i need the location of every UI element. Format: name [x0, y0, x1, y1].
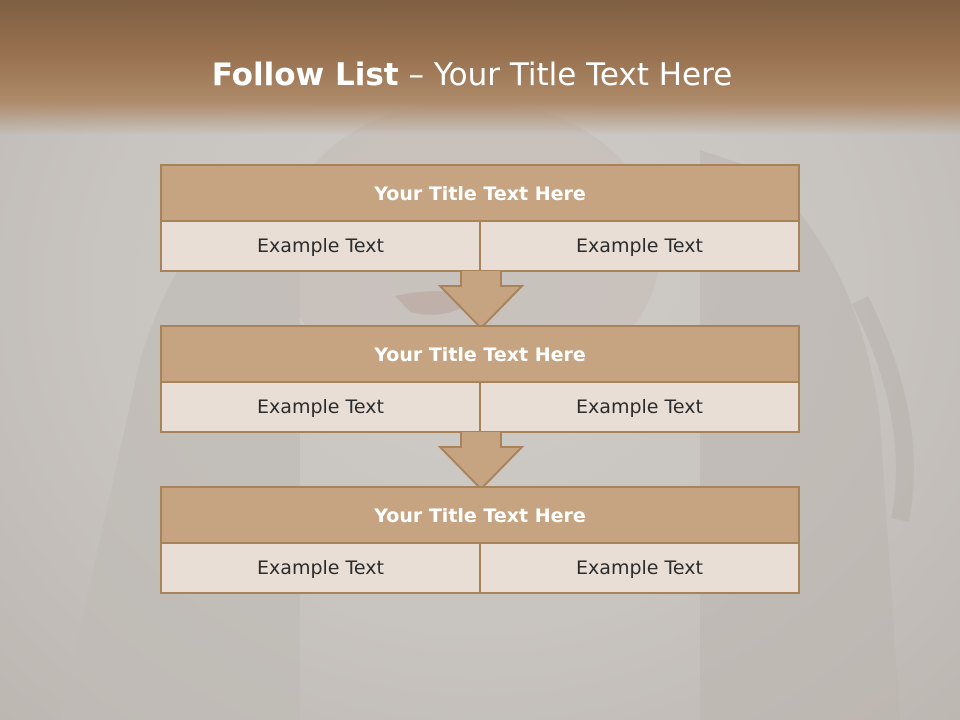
list-block-1: Your Title Text Here Example Text Exampl…: [160, 164, 800, 272]
block-row: Example Text Example Text: [162, 544, 798, 592]
block-cell-right: Example Text: [479, 222, 798, 270]
block-title: Your Title Text Here: [162, 327, 798, 383]
block-row: Example Text Example Text: [162, 222, 798, 270]
block-title: Your Title Text Here: [162, 166, 798, 222]
block-title: Your Title Text Here: [162, 488, 798, 544]
block-cell-left: Example Text: [162, 544, 479, 592]
list-block-2: Your Title Text Here Example Text Exampl…: [160, 325, 800, 433]
list-block-3: Your Title Text Here Example Text Exampl…: [160, 486, 800, 594]
down-arrow-icon: [438, 431, 524, 491]
block-cell-right: Example Text: [479, 383, 798, 431]
block-cell-right: Example Text: [479, 544, 798, 592]
block-cell-left: Example Text: [162, 222, 479, 270]
slide-title: Follow List – Your Title Text Here: [0, 52, 944, 98]
block-row: Example Text Example Text: [162, 383, 798, 431]
block-cell-left: Example Text: [162, 383, 479, 431]
slide-title-bold: Follow List: [211, 57, 399, 93]
slide-title-rest: – Your Title Text Here: [398, 57, 733, 93]
header-band: [0, 0, 960, 135]
down-arrow-icon: [438, 270, 524, 330]
